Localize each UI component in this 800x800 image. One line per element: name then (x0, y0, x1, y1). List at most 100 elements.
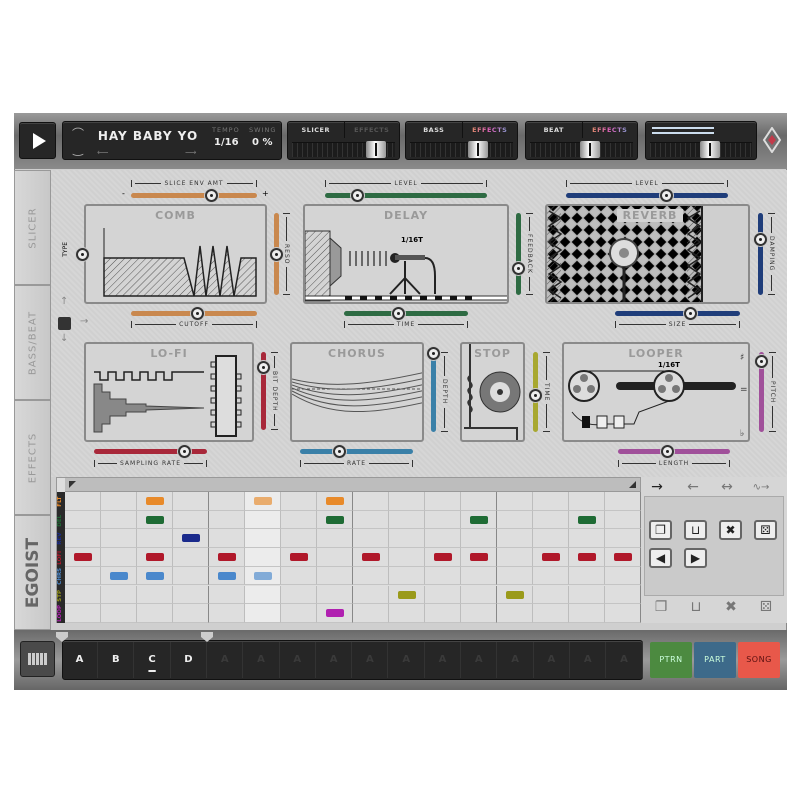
step-cell[interactable] (605, 529, 641, 549)
shift-right-button[interactable]: ▶ (684, 548, 707, 568)
pattern-slot[interactable]: C (135, 642, 171, 678)
fader-handle[interactable] (366, 141, 386, 158)
effects-toggle[interactable]: EFFECTS (581, 122, 638, 138)
step-cell[interactable] (173, 604, 209, 623)
delay-level-slider[interactable] (325, 189, 487, 202)
feedback-slider[interactable] (512, 213, 525, 295)
slider-handle[interactable] (257, 361, 270, 375)
clear-button[interactable]: ✖ (719, 520, 742, 540)
shift-left-button[interactable]: ◀ (649, 548, 672, 568)
step-cell[interactable] (281, 566, 317, 586)
clear-all-icon[interactable]: ✖ (725, 599, 737, 615)
direction-forward-icon[interactable]: → (651, 479, 663, 495)
paste-button[interactable]: ⊔ (684, 520, 707, 540)
pattern-slot[interactable]: A (280, 642, 316, 678)
step-cell[interactable] (533, 604, 569, 623)
step-cell[interactable] (461, 585, 497, 605)
step-cell[interactable] (173, 492, 209, 511)
pattern-slot[interactable]: A (425, 642, 461, 678)
note-del[interactable] (578, 515, 596, 524)
tempo-value[interactable]: 1/16 (214, 137, 239, 148)
step-cell[interactable] (605, 566, 641, 586)
delay-time-slider[interactable] (344, 307, 468, 320)
step-cell[interactable] (317, 566, 353, 586)
slider-handle[interactable] (205, 189, 219, 202)
step-cell[interactable] (137, 548, 173, 567)
note-lofi[interactable] (74, 553, 92, 562)
fader-handle[interactable] (468, 141, 489, 158)
slider-handle[interactable] (529, 388, 542, 402)
step-cell[interactable] (497, 548, 533, 567)
channel-label[interactable]: BASS (423, 126, 445, 134)
step-cell[interactable] (65, 585, 101, 605)
loop-range-bar[interactable] (65, 478, 640, 492)
pattern-slot[interactable]: A (352, 642, 389, 678)
step-cell[interactable] (605, 604, 641, 623)
mode-ptrn-button[interactable]: PTRN (650, 642, 692, 678)
step-cell[interactable] (137, 529, 173, 549)
step-cell[interactable] (533, 585, 569, 605)
step-cell[interactable] (173, 510, 209, 530)
tab-slicer[interactable]: SLICER (14, 170, 51, 285)
slice-env-amt-slider[interactable] (131, 189, 257, 202)
tab-bass-beat[interactable]: BASS/BEAT (14, 285, 51, 400)
step-cell[interactable] (101, 529, 137, 549)
copy-all-icon[interactable]: ❐ (654, 599, 668, 615)
step-cell[interactable] (281, 510, 317, 530)
step-cell[interactable] (209, 566, 245, 586)
step-cell[interactable] (569, 585, 605, 605)
step-cell[interactable] (569, 529, 605, 549)
step-cell[interactable] (569, 510, 605, 530)
step-cell[interactable] (101, 510, 137, 530)
step-cell[interactable] (353, 585, 389, 605)
mode-part-button[interactable]: PART (694, 642, 736, 678)
step-cell[interactable] (389, 492, 425, 511)
step-cell[interactable] (497, 604, 533, 623)
step-cell[interactable] (569, 604, 605, 623)
note-lofi[interactable] (578, 553, 596, 562)
note-chrs[interactable] (110, 571, 128, 580)
pattern-slot[interactable]: A (498, 642, 534, 678)
mode-song-button[interactable]: SONG (738, 642, 780, 678)
tab-egoist[interactable]: EGOIST (14, 515, 51, 630)
step-cell[interactable] (497, 566, 533, 586)
step-cell[interactable] (497, 585, 533, 605)
pattern-slot[interactable]: B (98, 642, 135, 678)
step-cell[interactable] (281, 604, 317, 623)
range-start-handle[interactable] (56, 632, 68, 642)
length-slider[interactable] (618, 445, 730, 458)
step-cell[interactable] (245, 529, 281, 549)
step-cell[interactable] (65, 566, 101, 586)
step-cell[interactable] (65, 492, 101, 511)
slider-handle[interactable] (683, 307, 697, 320)
size-slider[interactable] (615, 307, 740, 320)
note-loop[interactable] (326, 609, 344, 618)
play-button[interactable] (19, 122, 56, 159)
slider-handle[interactable] (392, 307, 406, 320)
note-chrs[interactable] (254, 571, 272, 580)
step-cell[interactable] (317, 604, 353, 623)
copy-button[interactable]: ❐ (649, 520, 672, 540)
slider-handle[interactable] (350, 189, 364, 202)
slider-handle[interactable] (191, 307, 205, 320)
note-del[interactable] (326, 515, 344, 524)
step-cell[interactable] (281, 548, 317, 567)
tab-effects[interactable]: EFFECTS (14, 400, 51, 515)
fader-track[interactable] (410, 142, 513, 157)
step-cell[interactable] (317, 548, 353, 567)
step-cell[interactable] (353, 529, 389, 549)
swing-value[interactable]: 0 % (252, 137, 273, 148)
step-cell[interactable] (137, 492, 173, 511)
slider-handle[interactable] (177, 445, 191, 458)
step-cell[interactable] (281, 529, 317, 549)
step-cell[interactable] (101, 492, 137, 511)
randomize-dice-icon[interactable] (58, 317, 71, 330)
step-cell[interactable] (605, 585, 641, 605)
reverb-level-slider[interactable] (566, 189, 728, 202)
step-cell[interactable] (533, 492, 569, 511)
step-cell[interactable] (101, 566, 137, 586)
step-cell[interactable] (317, 585, 353, 605)
step-cell[interactable] (65, 604, 101, 623)
step-cell[interactable] (569, 492, 605, 511)
